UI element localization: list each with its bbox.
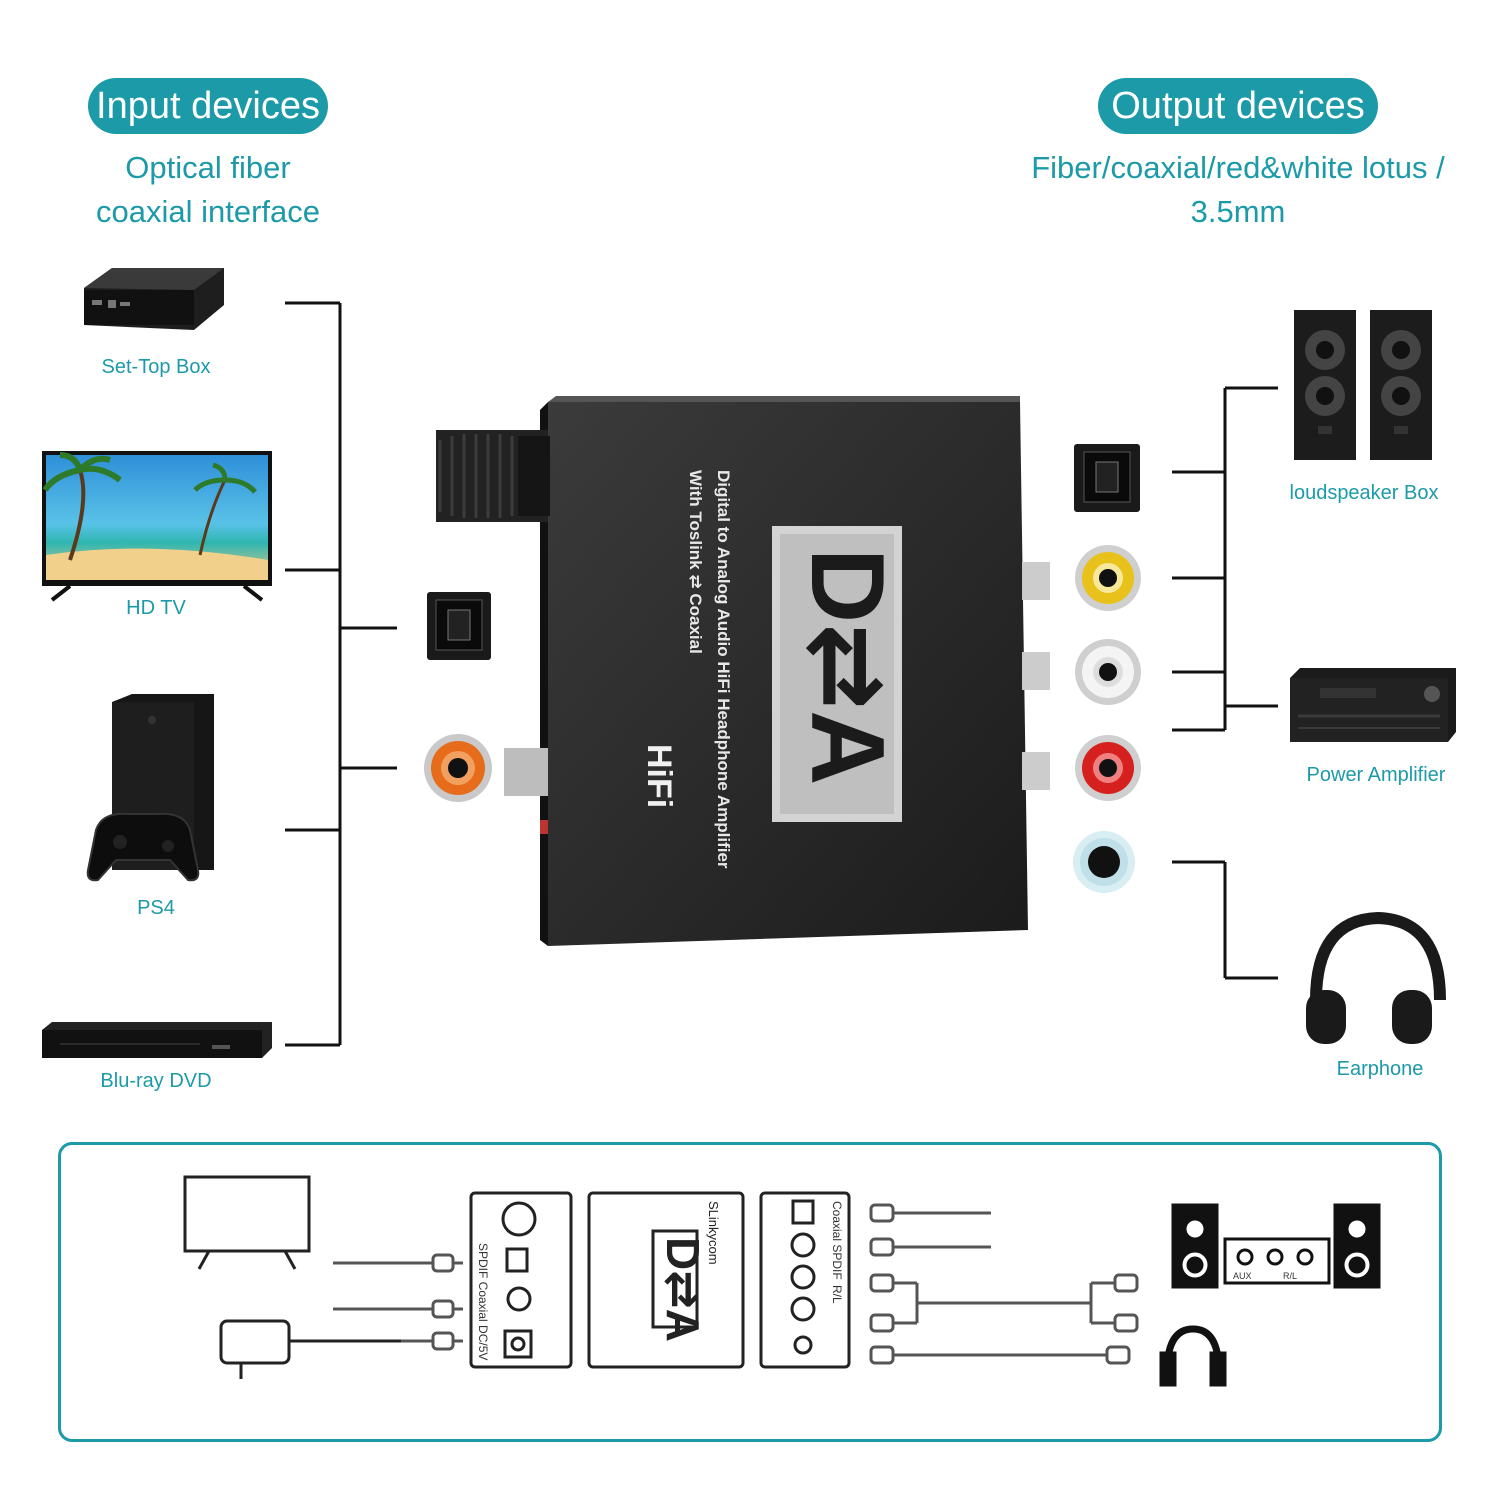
schematic-headphones-icon: [1159, 1325, 1227, 1387]
game-console-icon: [86, 694, 214, 882]
input-devices-badge: Input devices: [88, 78, 328, 134]
speaker-icon: [1294, 310, 1432, 460]
coaxial-output-port-icon: [1075, 545, 1141, 611]
loudspeaker-box-label: loudspeaker Box: [1289, 482, 1439, 504]
left-audio-output-port-icon: [1075, 639, 1141, 705]
optical-output-port-icon: [1074, 444, 1140, 512]
earphone-label: Earphone: [1336, 1058, 1424, 1080]
schematic-device-face: [587, 1191, 745, 1369]
schematic-speakers-icon: [1171, 1203, 1381, 1289]
ps4-label: PS4: [137, 897, 175, 919]
output-subtitle: Fiber/coaxial/red&white lotus / 3.5mm: [1010, 146, 1466, 234]
schematic-input-panel: [469, 1191, 573, 1369]
schematic-rl-label: R/L: [1283, 1271, 1297, 1281]
input-subtitle-line-2: coaxial interface: [95, 194, 320, 229]
hifi-label: HiFi: [640, 744, 678, 808]
headphones-icon: [1306, 911, 1446, 1044]
output-devices-title: Output devices: [1111, 85, 1365, 127]
set-top-box-icon: [84, 268, 224, 330]
input-connection-lines: [285, 301, 397, 1047]
schematic-aux-label: AUX: [1233, 1271, 1252, 1281]
wiring-schematic: SPDIF Coaxial DC/5V SLinkycom D⇄A Coaxia…: [183, 1175, 1381, 1387]
device-model-text: Digital to Analog Audio HiFi Headphone A…: [714, 470, 733, 869]
power-amplifier-label: Power Amplifier: [1306, 764, 1446, 786]
schematic-input-labels: SPDIF Coaxial DC/5V: [476, 1243, 490, 1360]
coaxial-input-port-icon: [424, 734, 492, 802]
schematic-output-label-1: Coaxial SPDIF: [830, 1201, 844, 1280]
hd-tv-label: HD TV: [126, 597, 186, 619]
schematic-power-adapter-icon: [219, 1319, 401, 1379]
schematic-tv-icon: [183, 1175, 311, 1270]
output-connection-lines: [1172, 386, 1278, 980]
right-audio-output-port-icon: [1075, 735, 1141, 801]
input-subtitle: Optical fiber coaxial interface: [60, 146, 356, 234]
connection-diagram: Digital to Analog Audio HiFi Headphone A…: [42, 268, 1456, 1058]
set-top-box-label: Set-Top Box: [101, 356, 211, 378]
bluray-dvd-label: Blu-ray DVD: [100, 1070, 212, 1092]
device-subtitle-text: With Toslink ⇄ Coaxial: [686, 470, 705, 654]
bluray-player-icon: [42, 1022, 272, 1058]
headphone-jack-icon: [1073, 831, 1135, 893]
output-devices-badge: Output devices: [1098, 78, 1378, 134]
dac-converter-device: [436, 396, 1050, 946]
output-subtitle-line-1: Fiber/coaxial/red&white lotus /: [1031, 150, 1445, 185]
device-logo: D⇄A: [789, 548, 905, 785]
input-devices-title: Input devices: [96, 85, 320, 127]
tv-icon: [42, 451, 272, 602]
schematic-amplifier-icon: [1223, 1237, 1331, 1285]
wiring-schematic-panel: SPDIF Coaxial DC/5V SLinkycom D⇄A Coaxia…: [58, 1142, 1442, 1442]
optical-input-port-icon: [427, 592, 491, 660]
input-subtitle-line-1: Optical fiber: [125, 150, 291, 185]
schematic-output-panel: [759, 1191, 851, 1369]
schematic-logo: D⇄A: [657, 1237, 709, 1342]
output-subtitle-line-2: 3.5mm: [1190, 194, 1286, 229]
schematic-brand-label: SLinkycom: [706, 1201, 721, 1265]
amplifier-icon: [1290, 668, 1456, 742]
schematic-output-label-2: R/L: [830, 1285, 844, 1304]
